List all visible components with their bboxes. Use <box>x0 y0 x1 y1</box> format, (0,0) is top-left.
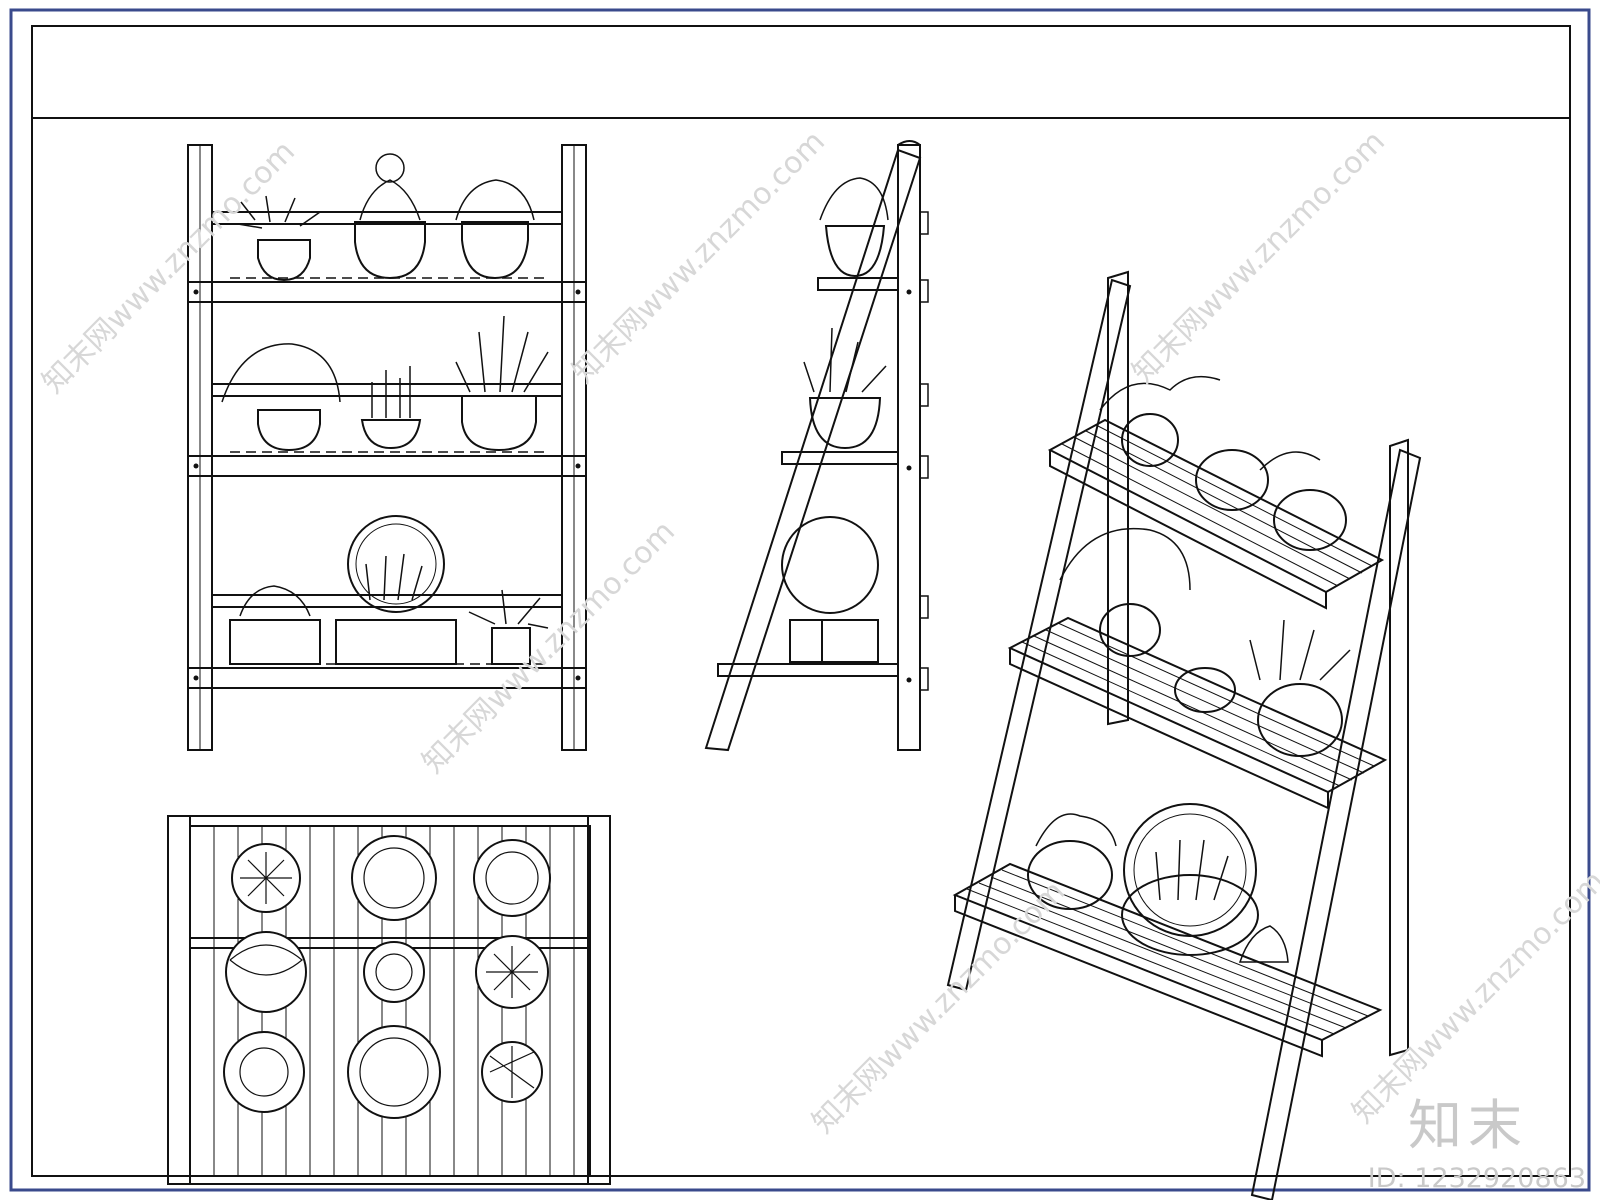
isometric-view <box>946 270 1422 1200</box>
plan-view <box>167 815 611 1185</box>
watermark-logo: 知末 <box>1408 1094 1528 1157</box>
outer-border <box>9 8 1591 1192</box>
front-elevation <box>187 144 587 751</box>
inner-border <box>31 25 1571 1177</box>
watermark-id-label: ID: 1232920863 <box>1367 1163 1586 1194</box>
side-elevation <box>704 140 929 752</box>
